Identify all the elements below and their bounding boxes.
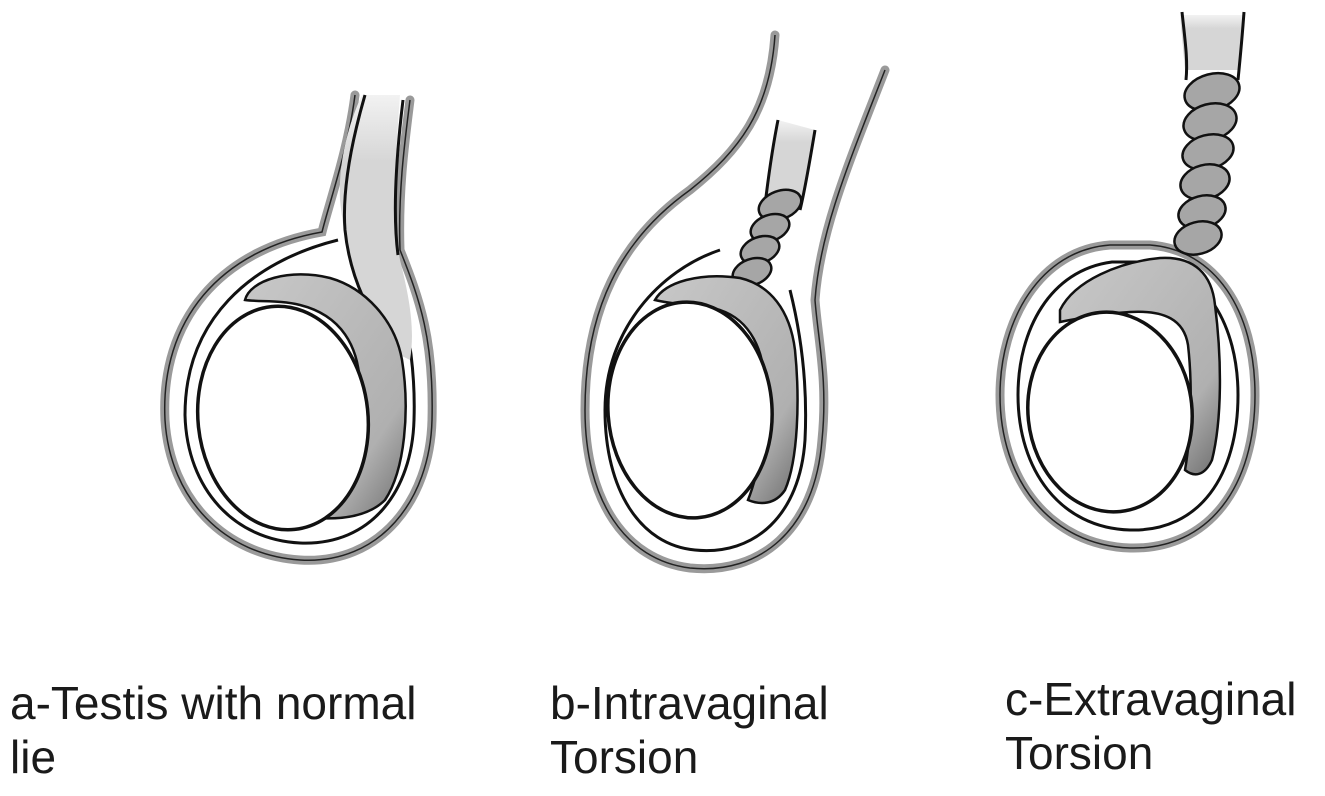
panel-b-intravaginal-torsion	[580, 30, 890, 574]
panel-a-normal-testis	[160, 90, 437, 565]
spermatic-cord-c	[1180, 15, 1245, 70]
testis-c	[1026, 310, 1194, 514]
testis-a	[195, 304, 371, 532]
caption-panel-b: b-Intravaginal Torsion	[550, 676, 829, 784]
caption-a-line-1: a-Testis with normal	[10, 677, 417, 729]
testis-b	[606, 300, 774, 520]
caption-panel-a: a-Testis with normal lie	[10, 676, 416, 784]
spermatic-cord-a	[339, 95, 412, 360]
caption-a-line-2: lie	[10, 731, 57, 783]
caption-c-line-1: c-Extravaginal	[1005, 673, 1297, 725]
caption-c-line-2: Torsion	[1005, 727, 1154, 779]
illustration-canvas	[160, 11, 1260, 574]
caption-b-line-1: b-Intravaginal	[550, 677, 829, 729]
twisted-cord-b	[731, 188, 803, 288]
twisted-cord-c	[1173, 71, 1241, 256]
spermatic-cord-b	[765, 120, 815, 210]
panel-c-extravaginal-torsion	[995, 11, 1260, 553]
caption-b-line-2: Torsion	[550, 731, 699, 783]
caption-panel-c: c-Extravaginal Torsion	[1005, 672, 1296, 780]
